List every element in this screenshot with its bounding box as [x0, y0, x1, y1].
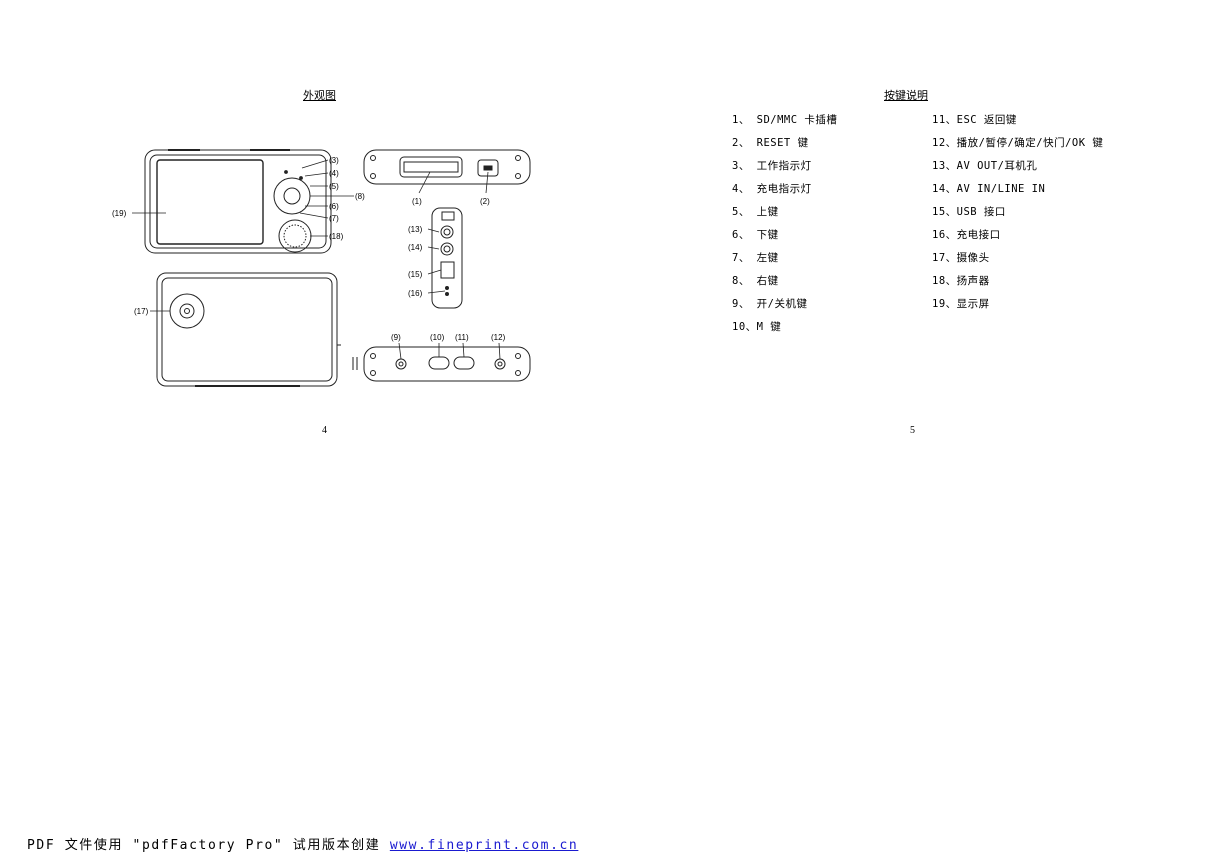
list-item: 12、播放/暂停/确定/快门/OK 键	[932, 137, 1104, 149]
list-item: 2、 RESET 键	[732, 137, 809, 149]
list-item: 11、ESC 返回键	[932, 114, 1017, 126]
callout-1: (1)	[412, 197, 422, 206]
callout-2: (2)	[480, 197, 490, 206]
list-item: 1、 SD/MMC 卡插槽	[732, 114, 838, 126]
callout-3: (3)	[329, 156, 339, 165]
button-description-title: 按键说明	[884, 89, 928, 102]
list-item: 5、 上键	[732, 206, 779, 218]
list-item: 8、 右键	[732, 275, 779, 287]
callout-labels: (1) (2) (3) (4) (5) (6) (7) (8) (9) (10)…	[112, 156, 506, 342]
footer-link[interactable]: www.fineprint.com.cn	[389, 838, 579, 853]
front-view	[144, 149, 332, 254]
list-item: 4、 充电指示灯	[732, 183, 812, 195]
callout-17: (17)	[134, 307, 149, 316]
callout-7: (7)	[329, 214, 339, 223]
list-item: 9、 开/关机键	[732, 298, 808, 310]
callout-16: (16)	[408, 289, 423, 298]
list-item: 13、AV OUT/耳机孔	[932, 160, 1038, 172]
callout-12: (12)	[491, 333, 506, 342]
back-view	[156, 272, 341, 387]
callout-4: (4)	[329, 169, 339, 178]
side-view	[431, 207, 463, 309]
pdf-footer: PDF 文件使用 "pdfFactory Pro" 试用版本创建 www.fin…	[27, 834, 578, 853]
page-number-right: 5	[910, 425, 915, 436]
leader-lines	[132, 159, 501, 360]
callout-19: (19)	[112, 209, 127, 218]
top-edge-view	[363, 149, 531, 185]
list-item: 7、 左键	[732, 252, 779, 264]
list-item: 3、 工作指示灯	[732, 160, 812, 172]
list-item: 14、AV IN/LINE IN	[932, 183, 1046, 195]
callout-6: (6)	[329, 202, 339, 211]
page-number-left: 4	[322, 425, 327, 436]
list-item: 6、 下键	[732, 229, 779, 241]
list-item: 19、显示屏	[932, 298, 990, 310]
bottom-edge-view	[352, 346, 531, 382]
figure-title: 外观图	[303, 89, 336, 102]
callout-5: (5)	[329, 182, 339, 191]
callout-14: (14)	[408, 243, 423, 252]
list-item: 15、USB 接口	[932, 206, 1006, 218]
button-list-col2: 11、ESC 返回键 12、播放/暂停/确定/快门/OK 键 13、AV OUT…	[932, 109, 1103, 316]
footer-text: PDF 文件使用 "pdfFactory Pro" 试用版本创建	[27, 838, 390, 853]
callout-8: (8)	[355, 192, 365, 201]
button-list-col1: 1、 SD/MMC 卡插槽 2、 RESET 键 3、 工作指示灯 4、 充电指…	[732, 109, 837, 339]
callout-15: (15)	[408, 270, 423, 279]
callout-18: (18)	[329, 232, 344, 241]
list-item: 18、扬声器	[932, 275, 990, 287]
callout-9: (9)	[391, 333, 401, 342]
list-item: 10、M 键	[732, 321, 782, 333]
callout-10: (10)	[430, 333, 445, 342]
list-item: 16、充电接口	[932, 229, 1001, 241]
callout-11: (11)	[455, 333, 469, 342]
callout-13: (13)	[408, 225, 423, 234]
list-item: 17、摄像头	[932, 252, 990, 264]
